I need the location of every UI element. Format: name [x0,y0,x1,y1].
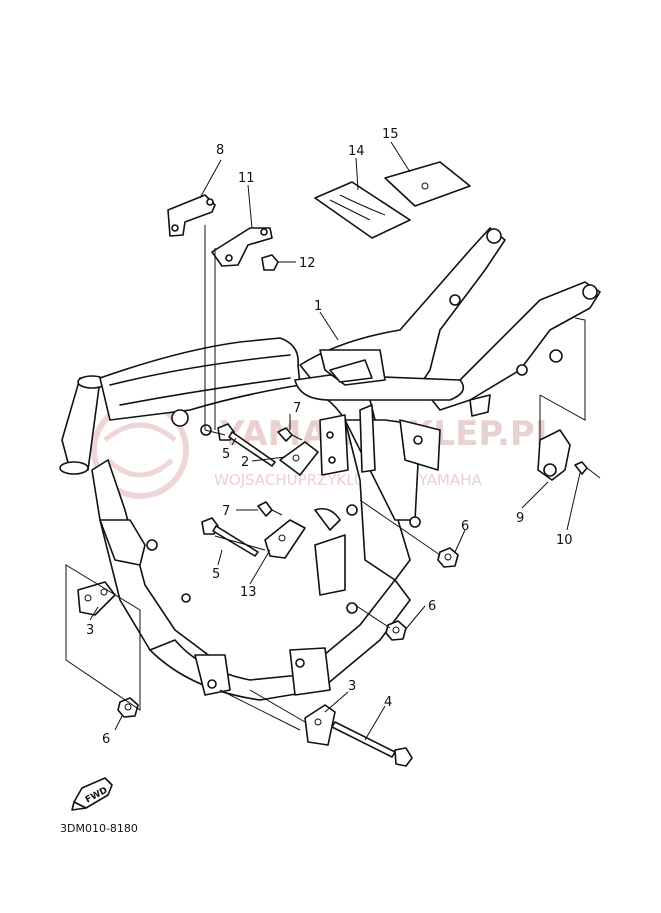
callout-3-left: 3 [86,623,94,638]
callout-9: 9 [516,511,524,526]
callout-leaders [89,141,581,741]
callout-5-lower: 5 [212,567,220,582]
callout-1: 1 [314,299,322,314]
plate-3-left [77,581,116,616]
nut-6-left [117,697,139,718]
callout-12: 12 [299,256,316,271]
callout-10: 10 [556,533,573,548]
plate-2 [279,441,319,476]
part-code: 3DM010-8180 [60,822,138,835]
callout-14: 14 [348,144,365,159]
callout-8: 8 [216,143,224,158]
bolt-5-upper [217,423,276,467]
callout-4: 4 [384,695,392,710]
callout-7-lower: 7 [222,504,230,519]
leader-lines [65,225,586,731]
callout-2: 2 [241,455,249,470]
screw-10 [574,461,601,479]
backbone-tube [99,337,301,421]
callout-13: 13 [240,585,257,600]
main-frame [59,227,601,701]
bolt-7-upper [277,427,303,442]
callout-6-right: 6 [461,519,469,534]
callout-7-upper: 7 [293,401,301,416]
plate-13 [264,519,306,559]
callout-numbers: 1 2 3 3 4 5 5 6 6 6 7 7 8 9 10 11 12 13 … [86,127,573,747]
bolt-7-lower [257,501,283,517]
callout-6-left: 6 [102,732,110,747]
bolt-5-lower [201,517,259,557]
nut-6-right [437,547,459,568]
pad-14 [314,181,411,239]
sheet-15 [384,161,471,207]
callout-3-bottom: 3 [348,679,356,694]
callout-5-upper: 5 [222,447,230,462]
plate-3-bottom [304,704,336,746]
callout-15: 15 [382,127,399,142]
callout-11: 11 [238,171,255,186]
bracket-11 [211,227,273,267]
nut-6-mid [385,620,407,641]
part-9 [537,429,571,481]
watermark-subtitle: WOJSACHUPRZYKLUBIEJAR YAMAHA [214,471,482,489]
fwd-arrow-icon: FWD [71,777,113,811]
cross-tube [294,374,465,401]
bolt-4 [331,721,413,767]
seat-rail-lower [419,281,601,411]
callout-6-mid: 6 [428,599,436,614]
bracket-8 [167,194,216,237]
